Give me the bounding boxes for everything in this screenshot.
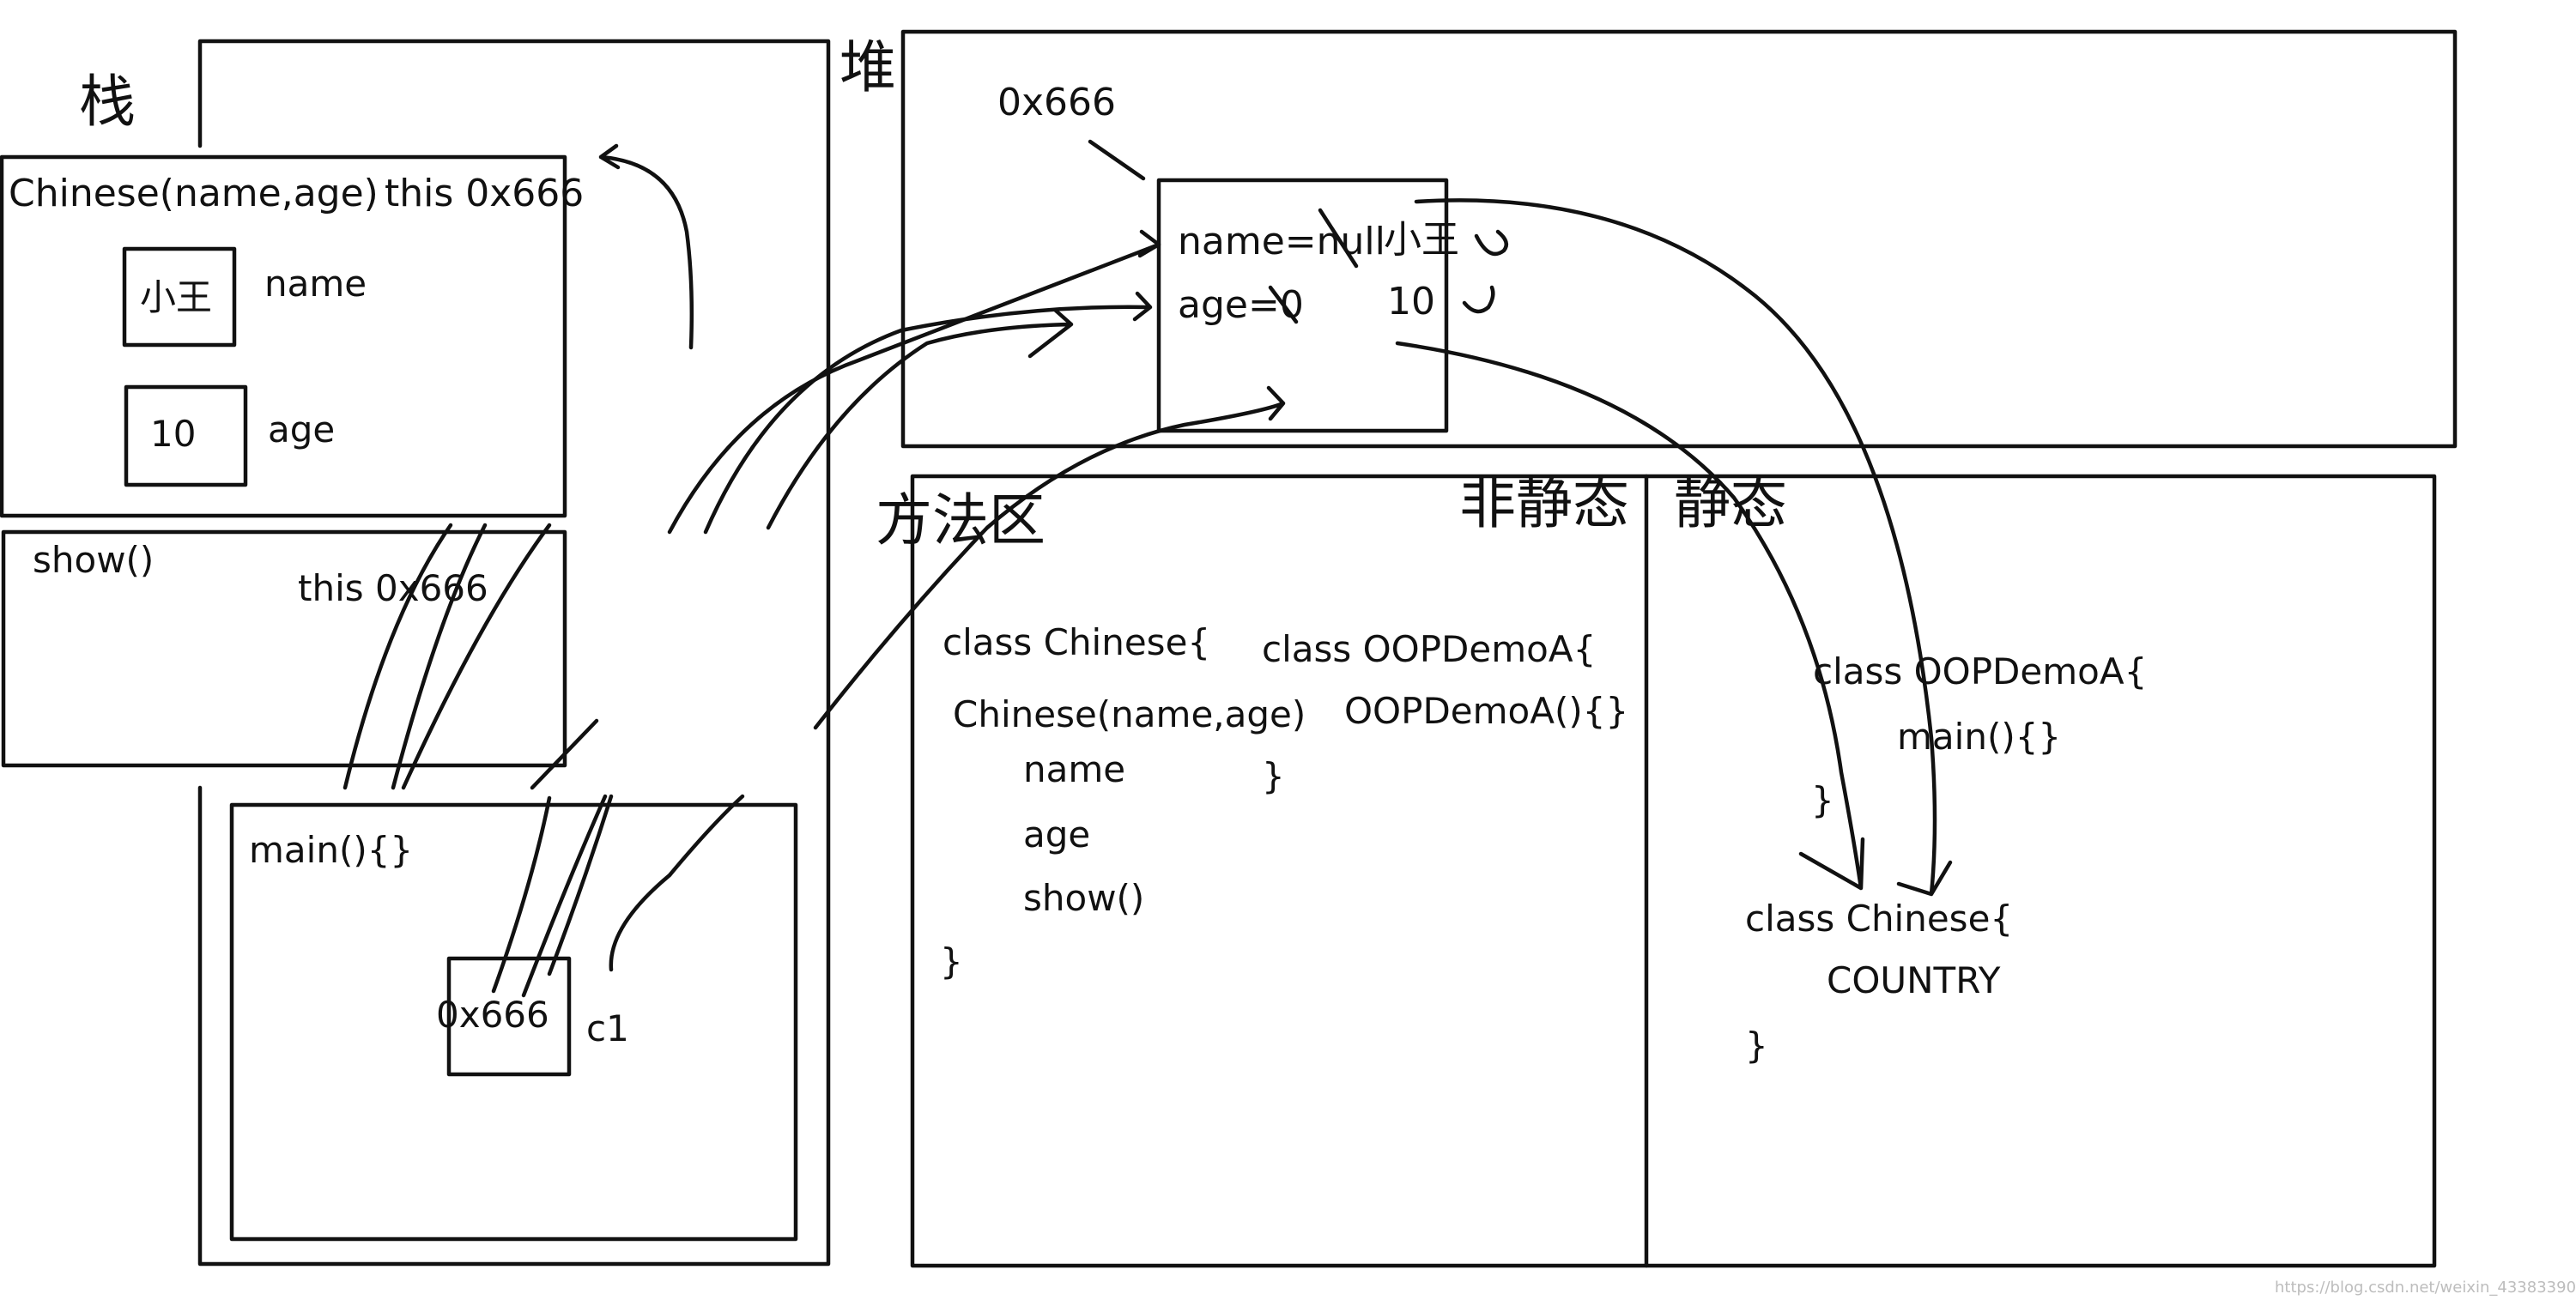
constructor-signature: Chinese(name,age) [9, 172, 379, 215]
ns-field-age: age [1023, 813, 1091, 856]
c1-stroke-2 [521, 794, 608, 998]
heap-name-field: name=null [1178, 220, 1385, 263]
main-stroke-1 [342, 523, 453, 790]
age-value: 10 [150, 413, 197, 455]
name-label: name [264, 263, 367, 305]
st-oop-main: main(){} [1897, 716, 2062, 758]
show-frame [1, 529, 567, 768]
name-strike [1318, 208, 1359, 269]
static-title: 静态 [1674, 470, 1787, 536]
ctor-to-object-arrow [766, 308, 1074, 530]
c1-label: c1 [586, 1007, 629, 1049]
name-value: 小王 [140, 276, 213, 318]
method-area-to-object-arrow [813, 385, 1286, 730]
stack-outline-top [197, 39, 831, 1267]
memory-diagram-canvas [0, 29, 2458, 1268]
method-area-outline [910, 474, 2437, 1268]
show-frame-label: show() [33, 539, 155, 581]
age-check-mark [1462, 285, 1495, 314]
age-strike [1268, 285, 1299, 324]
constructor-this-ref: this 0x666 [385, 172, 585, 215]
ns-method-show: show() [1023, 877, 1145, 919]
heap-age-new-value: 10 [1387, 280, 1435, 323]
ns-chinese-close: } [940, 940, 963, 983]
stack-region [0, 39, 831, 1267]
ctor-to-name-arrow [667, 229, 1161, 535]
heap-age-field: age=0 [1178, 283, 1304, 327]
main-stroke-2 [391, 523, 488, 790]
name-value-box [122, 246, 237, 348]
constructor-frame [0, 154, 567, 518]
ns-chinese-class: class Chinese{ [943, 621, 1211, 663]
ns-field-name: name [1023, 748, 1126, 790]
heap-name-new-value: 小王 [1384, 218, 1459, 262]
ns-oop-close: } [1262, 755, 1285, 797]
st-oop-class: class OOPDemoA{ [1813, 650, 2148, 692]
main-frame [229, 802, 798, 1242]
st-country: COUNTRY [1827, 959, 2001, 1001]
heap-title: 堆 [839, 34, 896, 100]
watermark: https://blog.csdn.net/weixin_43383390 [2275, 1279, 2576, 1297]
heap-outline [900, 29, 2458, 449]
age-label: age [268, 408, 336, 450]
c1-value: 0x666 [436, 994, 549, 1036]
name-to-static-arrow [1414, 198, 1953, 897]
age-to-static-arrow [1395, 341, 1865, 891]
st-oop-close: } [1811, 779, 1834, 821]
main-stroke-3 [401, 523, 552, 790]
main-stroke-4 [530, 718, 599, 790]
stack-title: 栈 [79, 69, 136, 135]
this-return-arrow [598, 143, 694, 350]
chinese-object-box [1156, 178, 1449, 433]
ns-oop-class: class OOPDemoA{ [1262, 628, 1597, 670]
c1-stroke-3 [547, 794, 614, 977]
ns-chinese-ctor: Chinese(name,age) [953, 693, 1306, 735]
ns-oop-ctor: OOPDemoA(){} [1344, 690, 1629, 732]
c1-stroke-1 [491, 795, 552, 994]
age-value-box [124, 384, 248, 487]
c1-value-box [446, 956, 572, 1077]
heap-region [900, 29, 2458, 449]
main-frame-label: main(){} [249, 829, 414, 871]
non-static-title: 非静态 [1459, 470, 1629, 536]
hand-drawn-arrows [342, 143, 1953, 998]
st-chinese-close: } [1745, 1025, 1768, 1067]
st-chinese-class: class Chinese{ [1745, 898, 2014, 940]
c1-stroke-4 [609, 794, 745, 972]
show-this-ref: this 0x666 [298, 567, 488, 609]
ctor-to-age-arrow [703, 291, 1153, 535]
method-area-title: 方法区 [876, 487, 1046, 553]
method-area-region [910, 474, 2437, 1268]
name-check-mark [1474, 229, 1509, 257]
address-pointer-line [1088, 139, 1146, 181]
heap-object-address: 0x666 [997, 81, 1117, 124]
